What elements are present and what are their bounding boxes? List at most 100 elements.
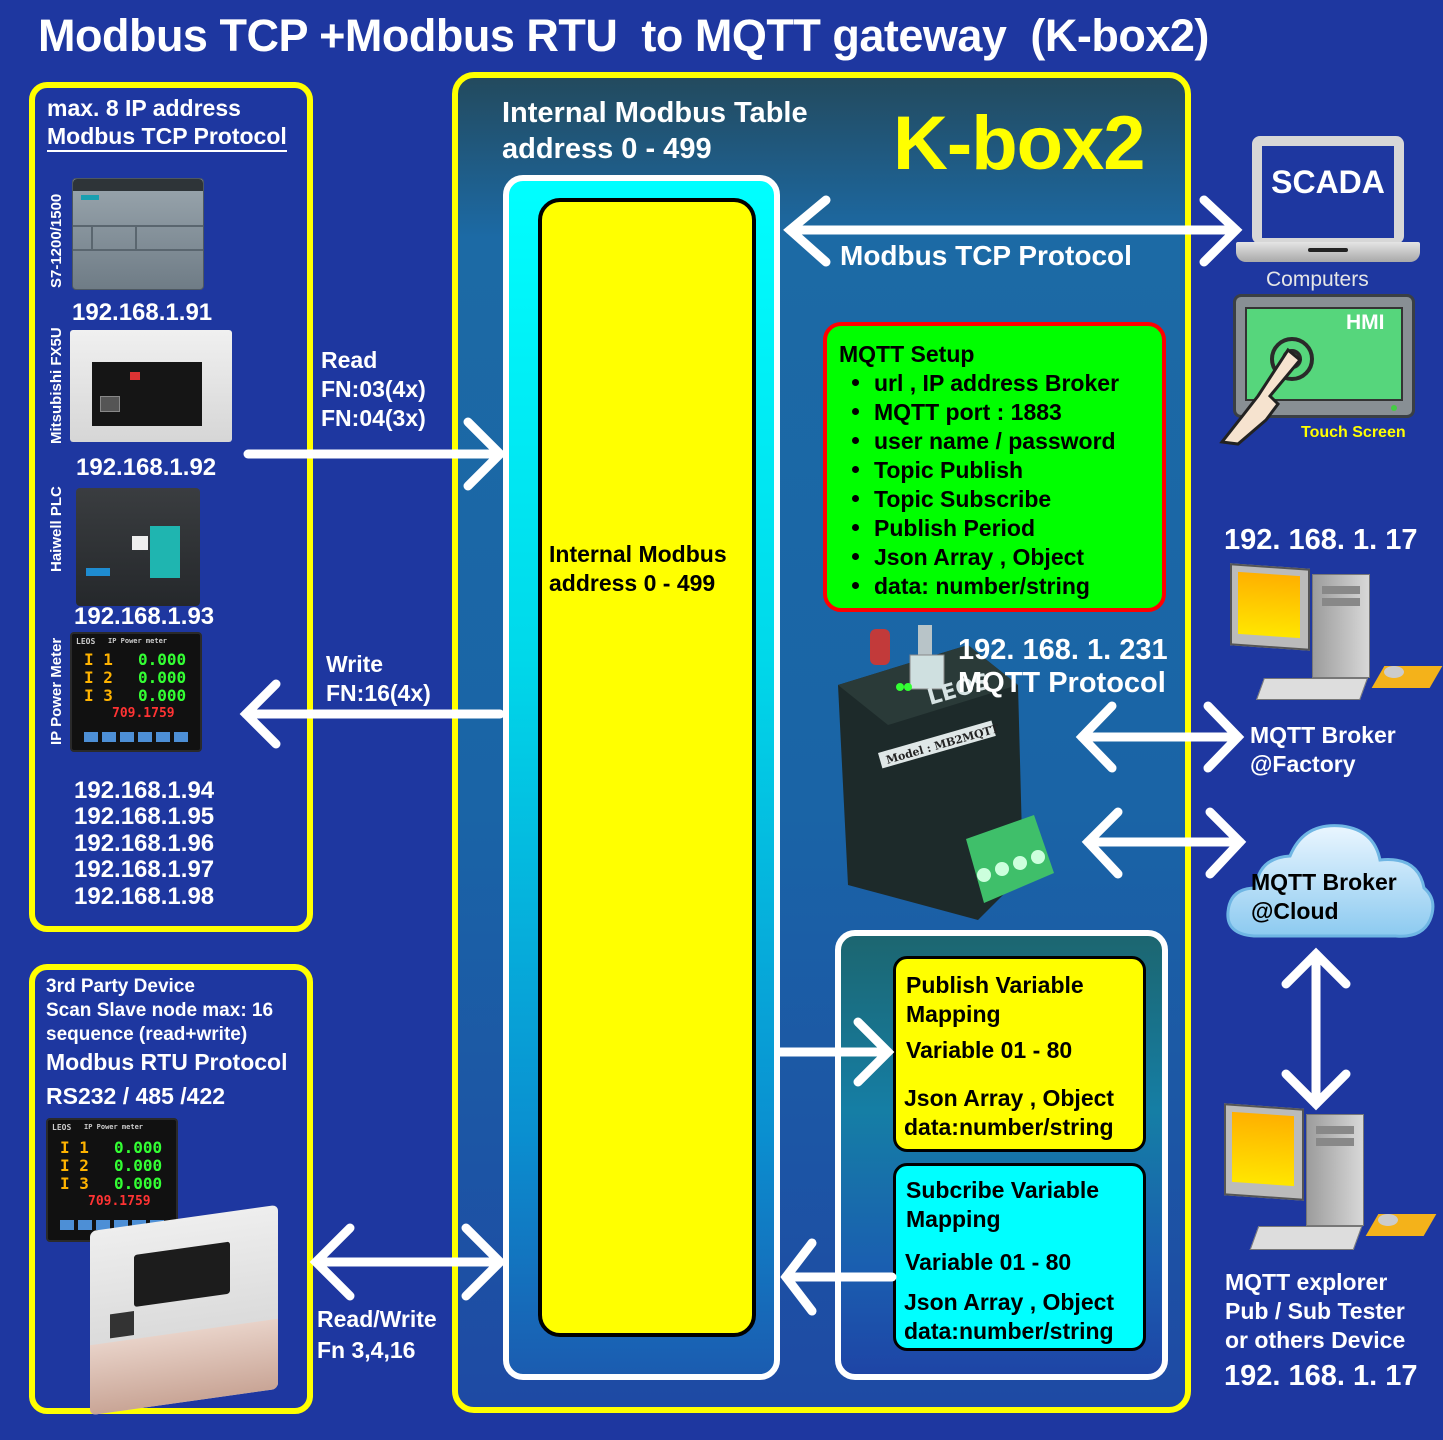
mqtt-setup-item-text: Json Array , Object: [874, 544, 1085, 570]
mqtt-setup-item: Topic Publish: [839, 456, 1162, 485]
page-title: Modbus TCP +Modbus RTU to MQTT gateway (…: [38, 10, 1209, 61]
cloud-explorer-arrow-icon: [1281, 947, 1351, 1111]
device-label-power-meter: IP Power Meter: [48, 637, 65, 745]
device-label-mitsubishi: Mitsubishi FX5U: [48, 327, 65, 444]
siemens-plc-icon: [72, 178, 204, 290]
meter-row-value: 0.000: [138, 650, 187, 669]
touch-screen-label: Touch Screen: [1301, 424, 1406, 441]
meter-row-label: I 1: [84, 650, 113, 669]
device-ip: 192.168.1.94: [74, 777, 215, 804]
device-ip: 192.168.1.92: [76, 454, 217, 481]
cloud-icon: [1226, 824, 1435, 938]
mqtt-setup-list: url , IP address Broker MQTT port : 1883…: [839, 369, 1162, 601]
internal-table-heading: Internal Modbus Table address 0 - 499: [502, 95, 808, 167]
mqtt-setup-item-text: Topic Subscribe: [874, 486, 1052, 512]
mqtt-setup-item-text: user name / password: [874, 428, 1116, 454]
read-label: Read: [321, 347, 378, 373]
internal-modbus-line2: address 0 - 499: [549, 570, 716, 596]
subscribe-mapping-range: Variable 01 - 80: [905, 1249, 1072, 1275]
bullet-icon: [852, 553, 859, 561]
mqtt-setup-item: MQTT port : 1883: [839, 398, 1162, 427]
table-heading-line2: address 0 - 499: [502, 133, 712, 165]
read-arrow-icon: [243, 417, 507, 491]
bullet-icon: [852, 582, 859, 590]
scada-laptop-icon: SCADA: [1236, 136, 1420, 264]
meter-row-label: I 2: [84, 668, 113, 687]
table-heading-line1: Internal Modbus Table: [502, 97, 808, 129]
factory-broker-ip: 192. 168. 1. 17: [1224, 524, 1418, 556]
mqtt-setup-item: url , IP address Broker: [839, 369, 1162, 398]
explorer-line3: or others Device: [1225, 1327, 1406, 1353]
mqtt-setup-item-text: MQTT port : 1883: [874, 399, 1062, 425]
subscribe-mapping-subtitle: Mapping: [906, 1206, 1001, 1232]
mitsubishi-plc-icon: [70, 330, 232, 442]
meter-brand: LEOS: [52, 1123, 72, 1132]
publish-mapping-title: Publish Variable: [906, 972, 1084, 998]
explorer-line1: MQTT explorer: [1225, 1269, 1388, 1295]
device-ip: 192.168.1.91: [72, 299, 213, 326]
hand-pointer-icon: [1219, 347, 1303, 446]
tcp-panel-protocol: Modbus TCP Protocol: [47, 122, 287, 152]
write-arrow-icon: [239, 679, 505, 749]
haiwell-plc-icon: [76, 488, 200, 606]
meter-row-label: I 1: [60, 1138, 89, 1157]
publish-arrow-icon: [775, 1017, 895, 1087]
mqtt-setup-item-text: Topic Publish: [874, 457, 1024, 483]
scada-protocol-label: Modbus TCP Protocol: [840, 240, 1132, 271]
computers-label: Computers: [1266, 268, 1369, 291]
explorer-pc-icon: [1222, 1103, 1437, 1256]
bullet-icon: [852, 408, 859, 416]
publish-mapping-datatype: data:number/string: [904, 1114, 1114, 1140]
meter-row-label: I 3: [84, 686, 113, 705]
cloud-broker-arrow-icon: [1081, 807, 1247, 879]
subscribe-mapping-box: Subcribe Variable Mapping Variable 01 - …: [893, 1163, 1146, 1351]
subscribe-mapping-format: Json Array , Object: [904, 1289, 1115, 1315]
meter-bottom-value: 709.1759: [88, 1194, 151, 1209]
bullet-icon: [852, 524, 859, 532]
factory-pc-icon: [1228, 563, 1443, 716]
extra-ip: 192.168.1.96: [74, 830, 215, 857]
meter-row-value: 0.000: [114, 1156, 163, 1175]
readwrite-arrow-icon: [309, 1223, 507, 1301]
gateway-ip: 192. 168. 1. 231: [958, 634, 1168, 666]
meter-model: IP Power meter: [84, 1123, 144, 1131]
write-label: Write: [326, 651, 384, 677]
mqtt-setup-item-text: data: number/string: [874, 573, 1090, 599]
factory-broker-line2: @Factory: [1250, 751, 1356, 777]
rtu-interfaces: RS232 / 485 /422: [46, 1083, 226, 1109]
factory-broker-line1: MQTT Broker: [1250, 722, 1396, 748]
meter-row-value: 0.000: [138, 686, 187, 705]
meter-bottom-value: 709.1759: [112, 706, 175, 721]
cloud-broker-line2: @Cloud: [1251, 898, 1339, 924]
publish-mapping-subtitle: Mapping: [906, 1001, 1001, 1027]
device-label-siemens: S7-1200/1500: [48, 193, 65, 288]
mqtt-setup-item: Topic Subscribe: [839, 485, 1162, 514]
device-label-haiwell: Haiwell PLC: [48, 486, 65, 572]
explorer-line2: Pub / Sub Tester: [1225, 1298, 1405, 1324]
bullet-icon: [852, 379, 859, 387]
meter-row-label: I 2: [60, 1156, 89, 1175]
mqtt-setup-item: data: number/string: [839, 572, 1162, 601]
power-meter-icon: LEOS IP Power meter I 1 I 2 I 3 0.000 0.…: [70, 632, 202, 752]
mqtt-setup-item-text: Publish Period: [874, 515, 1036, 541]
rtu-line1: 3rd Party Device: [46, 976, 195, 997]
meter-row-value: 0.000: [114, 1174, 163, 1193]
scada-label: SCADA: [1271, 164, 1385, 200]
rtu-line3: sequence (read+write): [46, 1024, 248, 1045]
meter-model: IP Power meter: [108, 637, 168, 645]
publish-mapping-format: Json Array , Object: [904, 1085, 1115, 1111]
explorer-ip: 192. 168. 1. 17: [1224, 1360, 1418, 1392]
publish-mapping-box: Publish Variable Mapping Variable 01 - 8…: [893, 956, 1146, 1152]
meter-row-value: 0.000: [138, 668, 187, 687]
mqtt-setup-item-text: url , IP address Broker: [874, 370, 1120, 396]
read-fn2-label: FN:04(3x): [321, 405, 426, 431]
write-fn-label: FN:16(4x): [326, 680, 431, 706]
readwrite-fn-label: Fn 3,4,16: [317, 1337, 416, 1363]
mqtt-setup-item: Publish Period: [839, 514, 1162, 543]
mqtt-setup-item: Json Array , Object: [839, 543, 1162, 572]
internal-modbus-line1: Internal Modbus: [549, 541, 727, 567]
cloud-broker-line1: MQTT Broker: [1251, 869, 1397, 895]
meter-brand: LEOS: [76, 637, 96, 646]
gateway-protocol: MQTT Protocol: [958, 667, 1166, 699]
